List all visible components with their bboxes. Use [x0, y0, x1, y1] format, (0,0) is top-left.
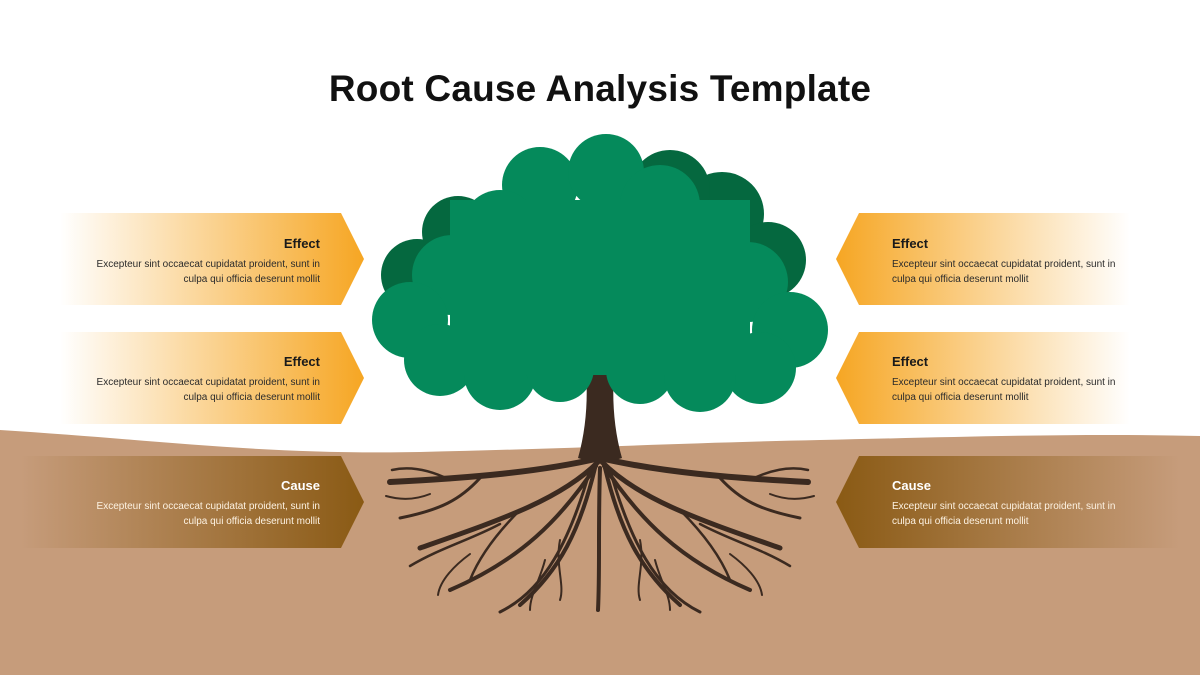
effect-description: Excepteur sint occaecat cupidatat proide… — [96, 377, 320, 403]
effect-box-left-1 — [60, 213, 364, 305]
cause-description: Excepteur sint occaecat cupidatat proide… — [892, 501, 1116, 527]
cause-heading: Cause — [892, 478, 932, 493]
effect-box-right-2 — [836, 332, 1130, 424]
effect-heading: Effect — [892, 354, 929, 369]
effect-box-right-1 — [836, 213, 1130, 305]
cause-description: Excepteur sint occaecat cupidatat proide… — [96, 501, 320, 527]
effect-description: Excepteur sint occaecat cupidatat proide… — [892, 259, 1116, 285]
effect-heading: Effect — [283, 236, 320, 251]
tree-canopy — [372, 134, 828, 412]
page-title: Root Cause Analysis Template — [328, 68, 872, 109]
effect-label-left-2: Effect Excepteur sint occaecat cupidatat… — [70, 354, 320, 405]
tree-trunk — [578, 372, 622, 461]
cause-box-right — [836, 456, 1180, 548]
effect-label-right-1: Effect Excepteur sint occaecat cupidatat… — [892, 236, 1142, 287]
effect-description: Excepteur sint occaecat cupidatat proide… — [96, 259, 320, 285]
effect-heading: Effect — [892, 236, 929, 251]
effect-box-left-2 — [60, 332, 364, 424]
effect-description: Excepteur sint occaecat cupidatat proide… — [892, 377, 1116, 403]
effect-label-left-1: Effect Excepteur sint occaecat cupidatat… — [70, 236, 320, 287]
cause-heading: Cause — [280, 478, 320, 493]
cause-label-right: Cause Excepteur sint occaecat cupidatat … — [892, 478, 1142, 529]
effect-label-right-2: Effect Excepteur sint occaecat cupidatat… — [892, 354, 1142, 405]
cause-label-left: Cause Excepteur sint occaecat cupidatat … — [70, 478, 320, 529]
effect-heading: Effect — [283, 354, 320, 369]
cause-box-left — [20, 456, 364, 548]
tree-roots — [385, 455, 815, 614]
